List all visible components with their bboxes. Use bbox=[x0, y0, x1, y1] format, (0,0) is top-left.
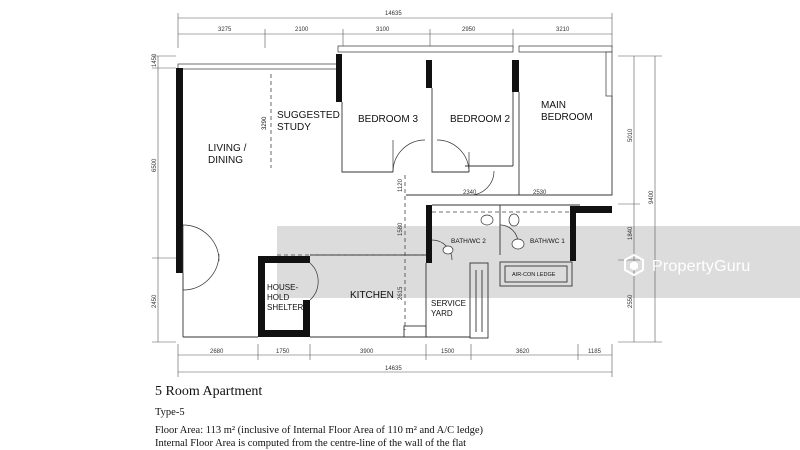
left-dimension-lines bbox=[152, 55, 176, 343]
dim-corridor-2: 1580 bbox=[398, 222, 404, 236]
partitions bbox=[182, 88, 613, 339]
internal-area-note: Internal Floor Area is computed from the… bbox=[155, 438, 467, 449]
apartment-type: Type-5 bbox=[155, 407, 185, 418]
label-household-shelter-1: HOUSE- bbox=[267, 283, 298, 292]
bottom-dimension-lines bbox=[177, 344, 613, 377]
toilet-fixtures bbox=[442, 213, 525, 255]
dim-bottom-5: 3620 bbox=[516, 349, 530, 355]
dim-right-overall: 9400 bbox=[649, 190, 655, 204]
dim-study-height: 3290 bbox=[262, 116, 268, 130]
dim-mid-1: 2340 bbox=[463, 190, 477, 196]
label-study-1: SUGGESTED bbox=[277, 110, 340, 121]
dim-top-overall: 14635 bbox=[385, 11, 402, 17]
dim-corridor-1: 1120 bbox=[398, 178, 404, 192]
dim-top-3: 3100 bbox=[376, 27, 390, 33]
label-service-yard-2: YARD bbox=[431, 309, 453, 318]
floor-area-text: Floor Area: 113 m² (inclusive of Interna… bbox=[155, 425, 484, 436]
label-service-yard-1: SERVICE bbox=[431, 299, 466, 308]
right-dimension-lines bbox=[618, 55, 662, 343]
dim-right-1: 5010 bbox=[628, 128, 634, 142]
label-bedroom-3: BEDROOM 3 bbox=[358, 114, 418, 125]
windows bbox=[177, 45, 613, 97]
dim-bottom-6: 1185 bbox=[588, 349, 602, 355]
label-main-bedroom-2: BEDROOM bbox=[541, 112, 593, 123]
apartment-title: 5 Room Apartment bbox=[155, 384, 263, 399]
propertyguru-logo-icon bbox=[622, 253, 646, 282]
caption: 5 Room Apartment Type-5 Floor Area: 113 … bbox=[155, 383, 755, 450]
dim-bottom-4: 1500 bbox=[441, 349, 455, 355]
dim-kitchen-height: 2615 bbox=[398, 286, 404, 300]
dim-left-2: 6500 bbox=[152, 158, 158, 172]
propertyguru-watermark: PropertyGuru bbox=[622, 253, 797, 282]
label-kitchen: KITCHEN bbox=[350, 290, 394, 301]
dim-bottom-2: 1750 bbox=[276, 349, 290, 355]
dim-right-3: 2550 bbox=[628, 294, 634, 308]
dim-left-1: 1450 bbox=[152, 53, 158, 67]
label-bath-wc-2: BATH/WC 2 bbox=[451, 238, 486, 245]
room-labels: 3290 1120 1580 2615 2340 2530 LIVING / D… bbox=[208, 100, 593, 318]
walls bbox=[176, 54, 612, 337]
dashed-lines bbox=[270, 74, 570, 330]
dim-right-2: 1840 bbox=[628, 226, 634, 240]
dim-left-3: 2450 bbox=[152, 294, 158, 308]
label-living-dining-2: DINING bbox=[208, 155, 243, 166]
dim-top-1: 3275 bbox=[218, 27, 232, 33]
door-swings bbox=[182, 139, 519, 301]
label-living-dining-1: LIVING / bbox=[208, 143, 247, 154]
top-dimension-lines bbox=[177, 13, 613, 48]
label-main-bedroom-1: MAIN bbox=[541, 100, 566, 111]
label-household-shelter-3: SHELTER bbox=[267, 303, 304, 312]
watermark-text: PropertyGuru bbox=[652, 258, 751, 275]
label-bedroom-2: BEDROOM 2 bbox=[450, 114, 510, 125]
dim-bottom-3: 3900 bbox=[360, 349, 374, 355]
dim-mid-2: 2530 bbox=[533, 190, 547, 196]
label-study-2: STUDY bbox=[277, 122, 311, 133]
dim-bottom-overall: 14635 bbox=[385, 366, 402, 372]
label-household-shelter-2: HOLD bbox=[267, 293, 289, 302]
dim-top-5: 3210 bbox=[556, 27, 570, 33]
label-aircon-ledge: AIR-CON LEDGE bbox=[512, 272, 556, 278]
dim-top-4: 2950 bbox=[462, 27, 476, 33]
dim-top-2: 2100 bbox=[295, 27, 309, 33]
label-bath-wc-1: BATH/WC 1 bbox=[530, 238, 565, 245]
dim-bottom-1: 2680 bbox=[210, 349, 224, 355]
